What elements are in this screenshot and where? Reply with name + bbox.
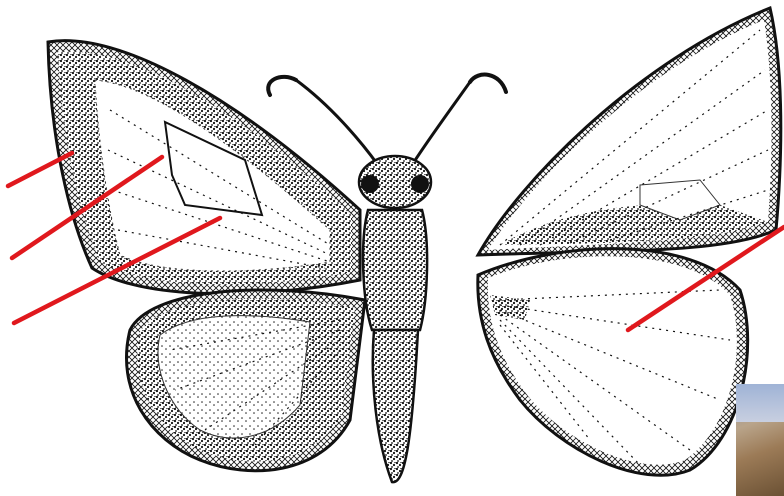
left-forewing: [48, 41, 360, 294]
left-hindwing: [126, 290, 365, 471]
photo-sky: [736, 384, 784, 422]
photo-thumbnail-corner: [736, 384, 784, 496]
right-hindwing: [478, 249, 748, 476]
right-forewing: [478, 8, 781, 255]
